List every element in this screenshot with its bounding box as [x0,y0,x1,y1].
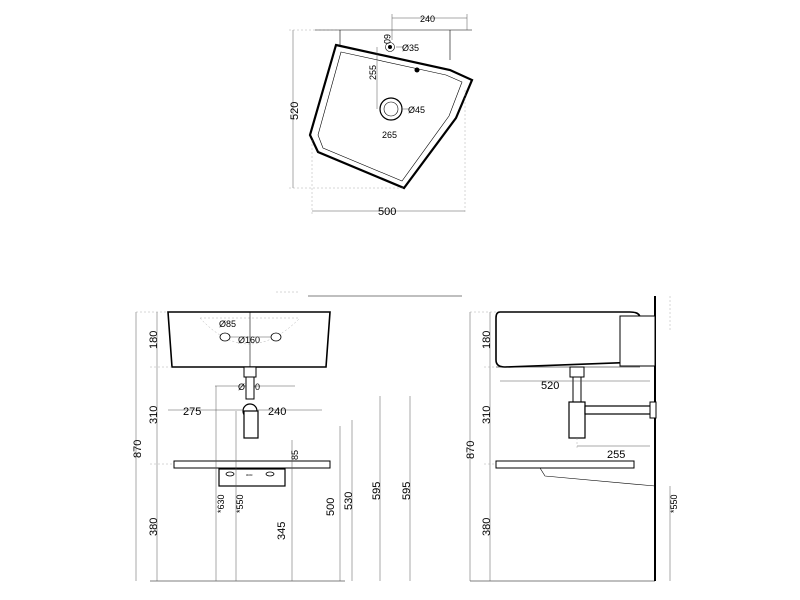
dim-text-o35: Ø35 [402,43,419,53]
dim-text-550-side: *550 [669,494,679,513]
dim-text-520: 520 [289,102,301,120]
dim-text-380-front: 380 [148,518,160,536]
dim-text-275: 275 [183,406,201,418]
dim-text-60: 60 [382,34,392,44]
dim-text-o45: Ø45 [408,105,425,115]
dim-text-o85-front: Ø85 [219,319,236,329]
side-drain-pipe [584,405,654,415]
faucet-hole [385,42,395,52]
dim-text-240: 240 [420,14,435,24]
dim-text-520-side: 520 [541,380,559,392]
bracket-screw-left [225,471,235,477]
dim-text-180-side: 180 [481,331,493,349]
front-hole-right [270,332,282,342]
overflow-hole [414,67,420,73]
bracket-screw-right [265,471,275,477]
dim-text-255: 255 [368,65,378,80]
drain-inner [383,101,399,117]
dim-text-870-side: 870 [465,441,477,459]
basin-outline-inner [317,51,463,182]
dim-text-595b: 595 [401,482,413,500]
dim-text-345: 345 [276,522,288,540]
drain-outer [379,97,403,121]
front-basin-body [167,311,331,368]
side-shelf [495,460,635,469]
siphon-tube [245,376,255,400]
front-view: Ø85 Ø160 Ø100 ooc 180 310 870 380 275 24… [132,291,462,582]
side-shelf-bracket [539,467,656,487]
front-shelf [173,460,331,469]
side-siphon-body [568,401,586,439]
front-bowl-hidden [199,317,301,345]
dim-text-530: 530 [343,492,355,510]
dim-text-265: 265 [382,130,397,140]
dim-text-500: 500 [378,206,396,218]
dim-text-870-front: 870 [132,440,144,458]
top-view: 240 60 Ø35 255 Ø45 265 520 500 [289,14,474,218]
side-siphon-top [569,366,585,378]
dim-text-550-front: *550 [235,494,245,513]
dim-text-310-side: 310 [481,406,493,424]
dim-text-380-side: 380 [481,518,493,536]
side-basin-back [619,315,656,367]
dim-text-595a: 595 [371,482,383,500]
basin-outline-outer [308,43,474,190]
dim-text-o160: Ø160 [238,335,260,345]
side-view: 180 310 870 380 520 255 *550 [465,296,679,582]
faucet-hole-center [388,45,392,49]
side-basin-body [495,311,641,368]
dim-text-310-front: 310 [148,406,160,424]
side-wall-flange [649,401,657,419]
dim-text-255-side: 255 [607,449,625,461]
dim-text-180-front: 180 [148,331,160,349]
shelf-mark: ooc [246,472,252,477]
dim-text-630: *630 [216,494,226,513]
dim-text-85: 85 [290,450,300,460]
dim-text-500-front: 500 [325,498,337,516]
front-hole-left [219,332,231,342]
siphon-body [243,410,259,439]
siphon-top [243,366,257,378]
dim-text-240-front: 240 [268,406,286,418]
